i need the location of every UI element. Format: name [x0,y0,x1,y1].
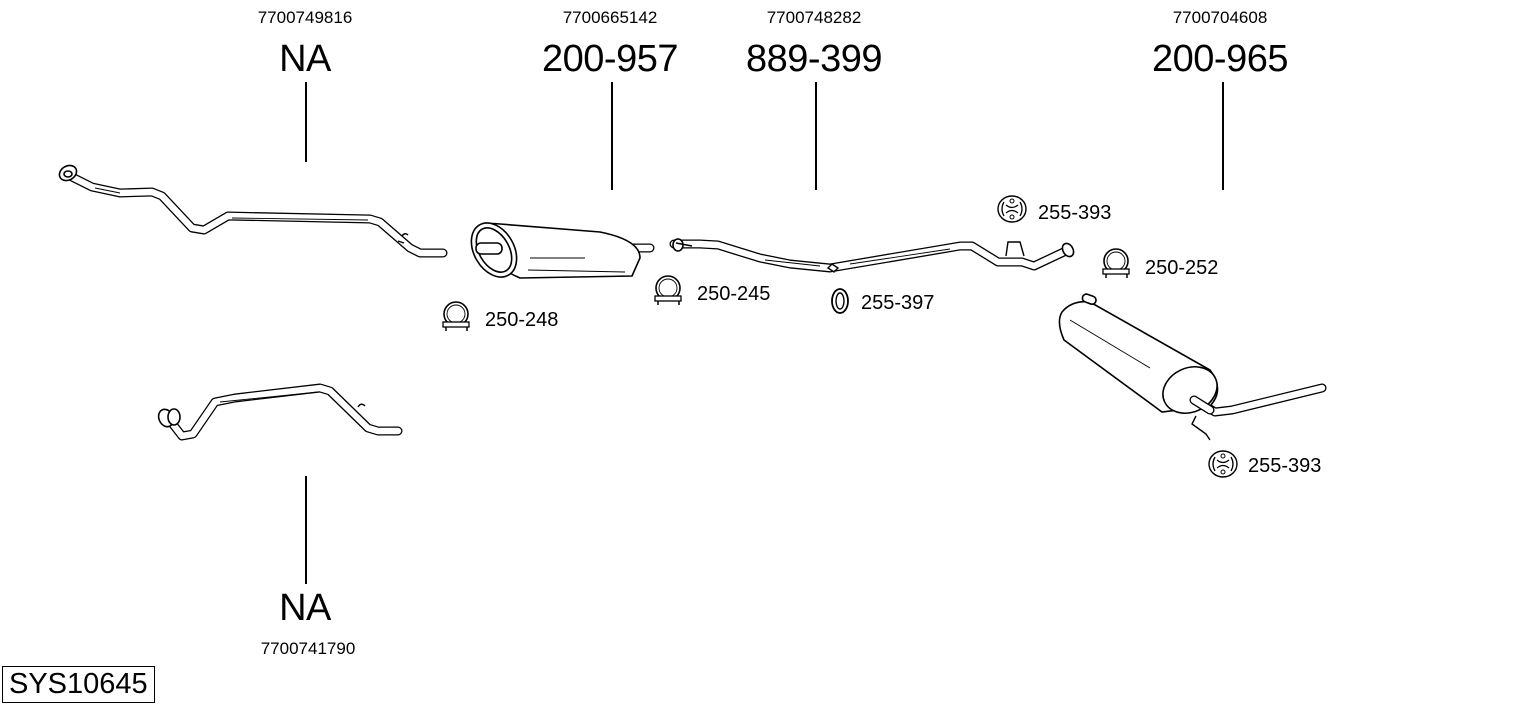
rear-silencer-drawing [1058,293,1327,441]
hardware-label-hanger-255-393-rear[interactable]: 255-393 [1248,455,1322,477]
hardware-label-seal-255-397[interactable]: 255-397 [861,292,935,314]
oem-number-front-silencer: 7700665142 [562,8,658,27]
leader-line [815,82,817,190]
leader-line [1222,82,1224,190]
front-pipe-b-drawing [157,383,403,441]
system-code-box: SYS10645 [2,666,155,703]
oem-number-intermediate-pipe: 7700748282 [766,8,862,27]
pipe-clamp-icon [654,275,682,305]
part-number-front-silencer[interactable]: 200-957 [542,38,678,80]
oem-number-front-pipe-b: 7700741790 [260,639,356,658]
leader-line [305,82,307,162]
leader-line [611,82,613,190]
oem-number-rear-silencer: 7700704608 [1172,8,1268,27]
hardware-label-clamp-250-252[interactable]: 250-252 [1145,257,1219,279]
pipe-clamp-icon [442,301,470,331]
intermediate-pipe-drawing [669,238,1075,273]
hardware-label-clamp-250-245[interactable]: 250-245 [697,283,771,305]
rubber-hanger-icon [997,195,1027,223]
front-pipe-a-drawing [58,164,448,258]
oem-number-front-pipe-a: 7700749816 [257,8,353,27]
hardware-label-clamp-250-248[interactable]: 250-248 [485,309,559,331]
leader-line [305,476,307,584]
part-number-intermediate-pipe[interactable]: 889-399 [746,38,882,80]
front-silencer-drawing [470,222,655,279]
part-number-rear-silencer[interactable]: 200-965 [1152,38,1288,80]
part-number-front-pipe-b[interactable]: NA [279,587,331,629]
pipe-clamp-icon [1102,248,1130,278]
sealing-ring-icon [831,288,849,314]
hardware-label-hanger-255-393[interactable]: 255-393 [1038,202,1112,224]
rubber-hanger-icon [1208,450,1238,478]
part-number-front-pipe-a[interactable]: NA [279,38,331,80]
